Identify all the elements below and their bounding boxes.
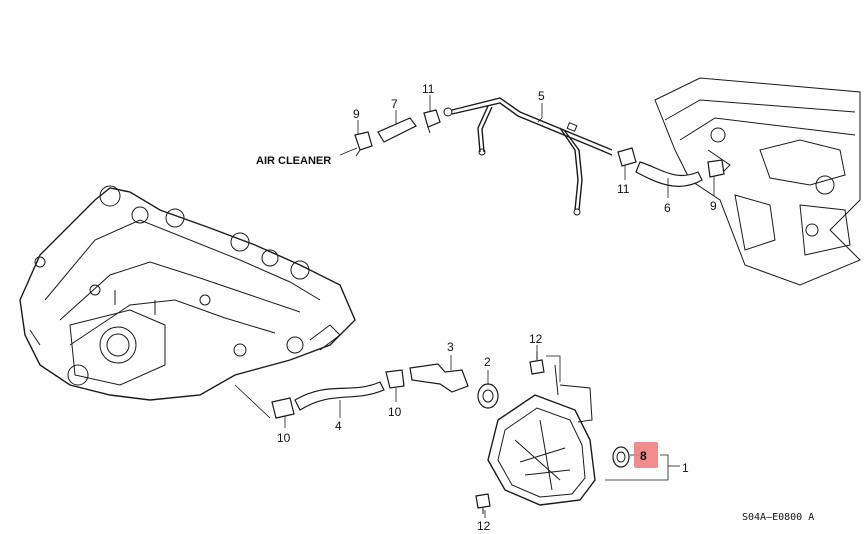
leader-lines <box>234 95 715 518</box>
callout-3: 3 <box>447 340 454 354</box>
part-11-clip-mid <box>617 147 637 167</box>
callout-9-right: 9 <box>710 199 717 213</box>
air-cleaner-label: AIR CLEANER <box>256 155 331 167</box>
part-9-clip-right <box>707 159 725 178</box>
part-12-bolt-top <box>529 352 545 375</box>
callout-8: 8 <box>640 449 647 463</box>
callout-7: 7 <box>391 97 398 111</box>
part-9-clip-left <box>354 131 373 157</box>
diagram-code: S04A–E0800 A <box>742 512 814 523</box>
part-4-hose <box>294 381 385 411</box>
part-5-pipe <box>443 97 613 216</box>
callout-2: 2 <box>484 355 491 369</box>
part-3-valve <box>409 363 469 393</box>
callout-6: 6 <box>664 201 671 215</box>
callout-11-top: 11 <box>422 82 435 96</box>
callout-10-left: 10 <box>277 431 291 445</box>
callout-5: 5 <box>538 89 545 103</box>
callout-4: 4 <box>335 419 342 433</box>
callout-12-bottom: 12 <box>477 519 491 533</box>
part-2-grommet <box>477 383 499 409</box>
part-11-clip-top <box>423 109 441 134</box>
part-7-hose <box>377 117 417 143</box>
intake-manifold <box>19 185 356 401</box>
part-1-resonator <box>487 364 596 506</box>
part-8-o-ring <box>612 446 630 468</box>
callout-9-left: 9 <box>353 107 360 121</box>
part-8-highlight <box>634 442 658 468</box>
callout-1: 1 <box>682 461 689 475</box>
callout-10-right: 10 <box>388 405 402 419</box>
callout-12-top: 12 <box>529 332 543 346</box>
part-6-hose <box>635 161 703 187</box>
part-10-clip-right <box>385 369 405 389</box>
part-10-clip-left <box>271 397 295 419</box>
part-12-bolt-bottom <box>475 493 491 514</box>
callout-11-mid: 11 <box>617 182 630 196</box>
